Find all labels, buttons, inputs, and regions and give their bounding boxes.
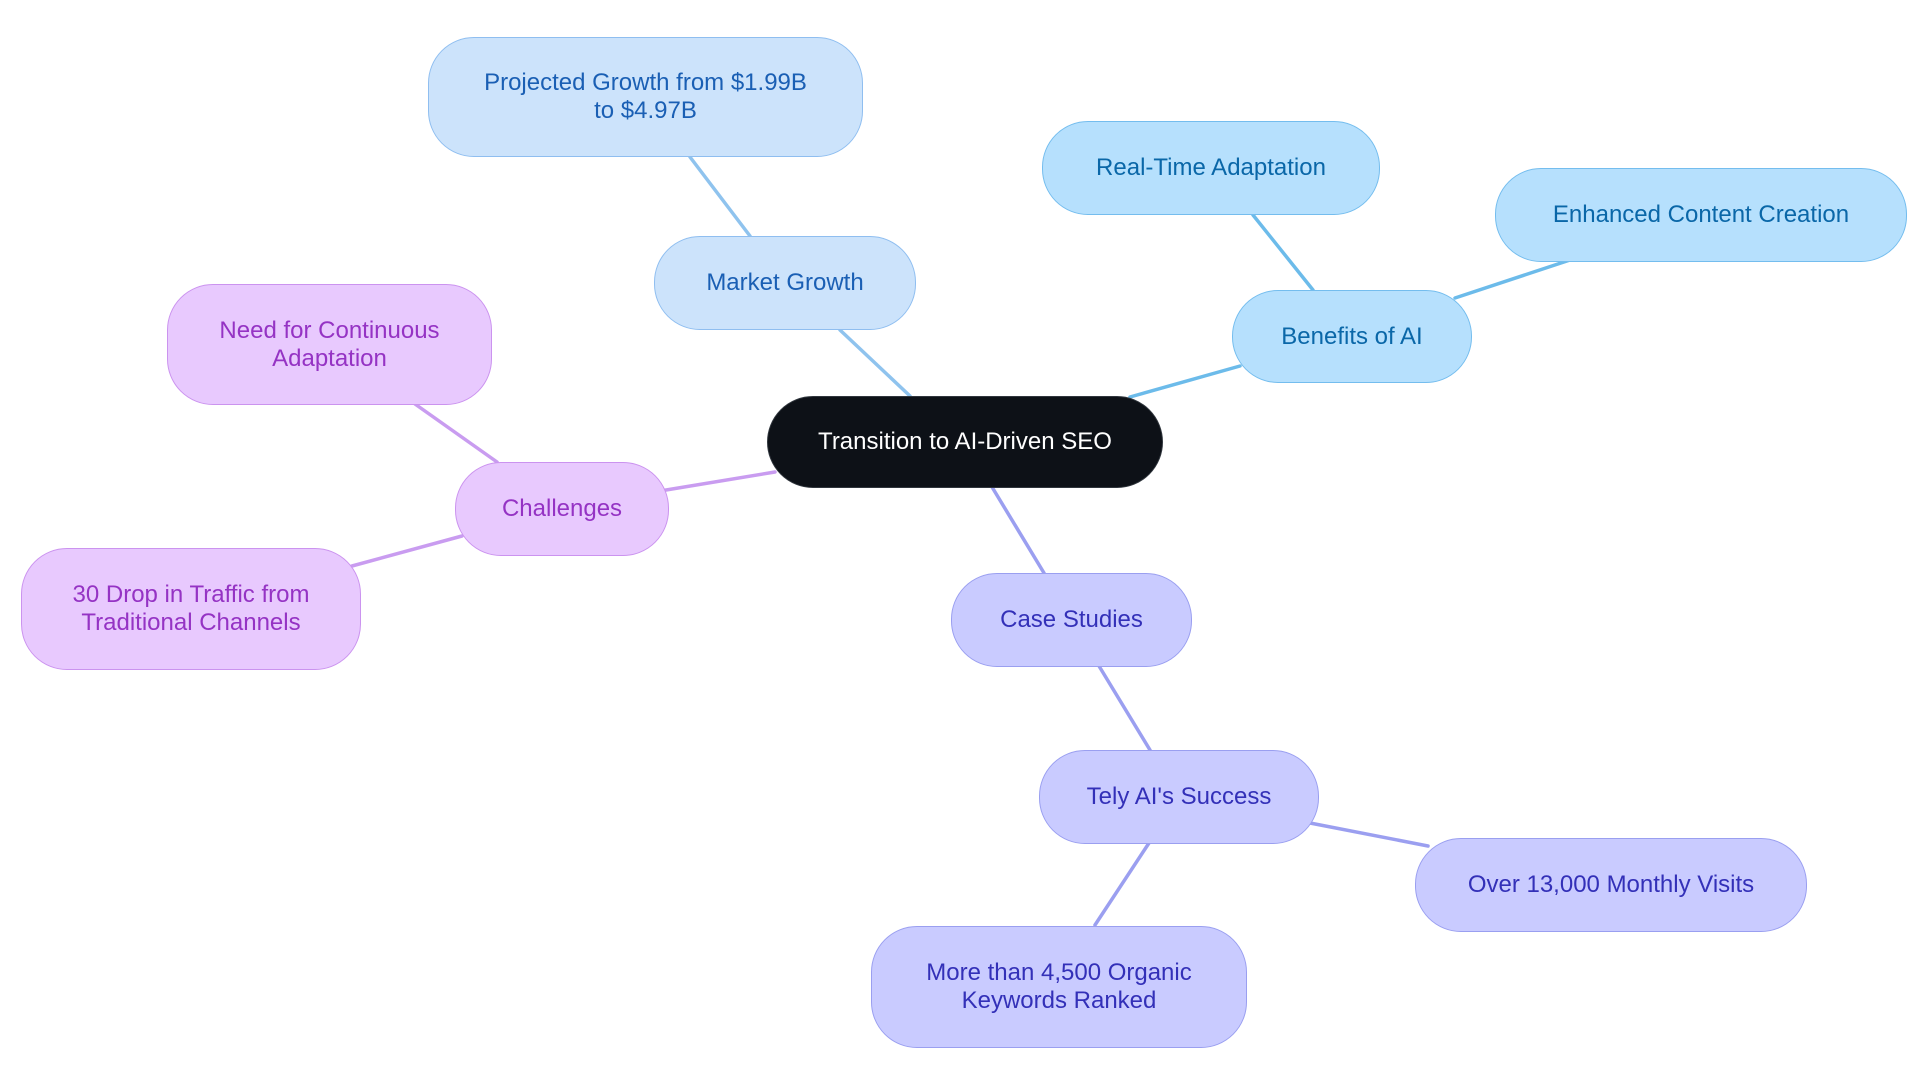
node-tely-ai-success: Tely AI's Success [1039,750,1319,844]
leaf-drop-in-traffic: 30 Drop in Traffic from Traditional Chan… [21,548,361,670]
branch-case-studies: Case Studies [951,573,1192,667]
edge-challenges-need [413,402,499,464]
branch-benefits-of-ai: Benefits of AI [1232,290,1472,383]
edge-benefits-realtime [1251,213,1315,292]
edge-market-growth-projected [688,155,752,238]
leaf-monthly-visits: Over 13,000 Monthly Visits [1415,838,1807,932]
leaf-need-for-continuous-adaptation: Need for Continuous Adaptation [167,284,492,405]
edge-root-challenges [658,470,777,493]
leaf-real-time-adaptation: Real-Time Adaptation [1042,121,1380,215]
edge-challenges-drop [350,534,464,568]
root-node: Transition to AI-Driven SEO [767,396,1163,488]
leaf-projected-growth: Projected Growth from $1.99B to $4.97B [428,37,863,157]
edge-root-case-studies [990,485,1046,575]
leaf-organic-keywords: More than 4,500 Organic Keywords Ranked [871,926,1247,1048]
edge-tely-keywords [1093,841,1151,927]
branch-challenges: Challenges [455,462,669,556]
edge-root-market-growth [838,328,912,398]
edge-root-benefits [1128,364,1242,399]
edge-tely-visits [1308,821,1430,848]
leaf-enhanced-content-creation: Enhanced Content Creation [1495,168,1907,262]
branch-market-growth: Market Growth [654,236,916,330]
edge-case-studies-tely [1097,664,1152,752]
edge-benefits-enhanced [1453,258,1572,300]
